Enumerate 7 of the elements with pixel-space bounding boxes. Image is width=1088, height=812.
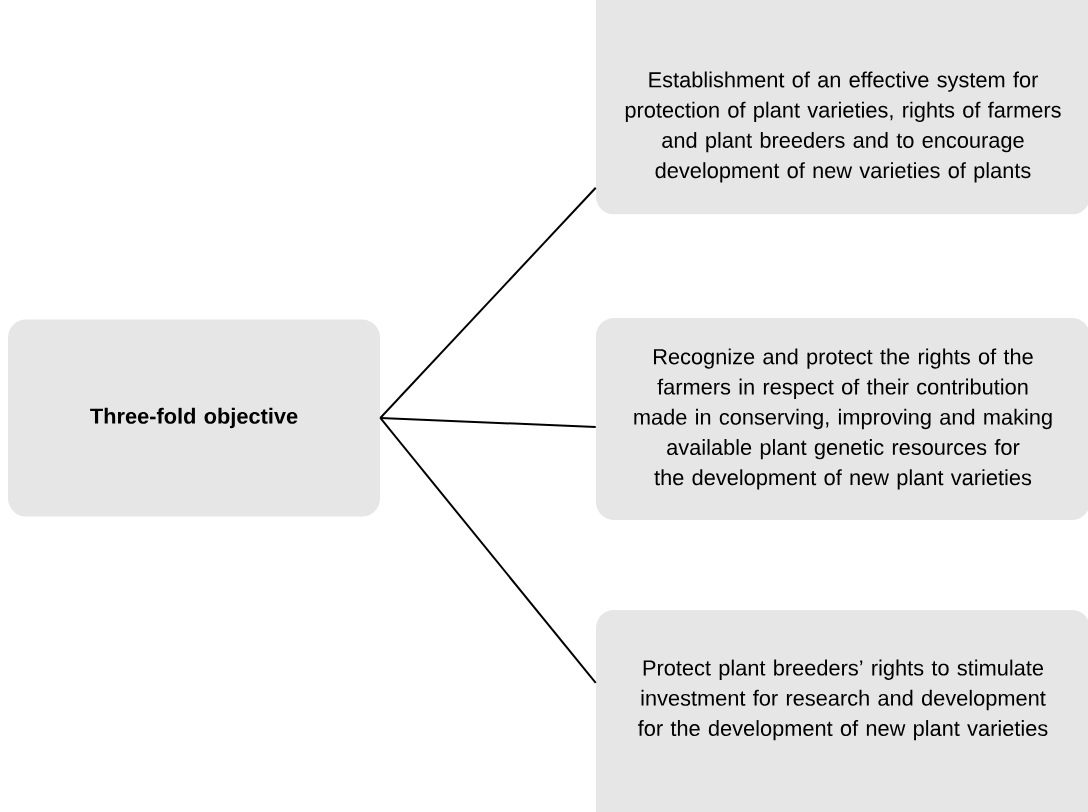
- text-box: Establishment of an effective system for protection of plant varieties, rights of farmers and plant breeders and to encourage development of new varieties of plants: [596, 0, 1088, 215]
- text-box: Protect plant breeders’ rights to stimulate investment for research and development for the development of new plant varieties: [596, 610, 1088, 812]
- text-box: Recognize and protect the rights of the farmers in respect of their contribution made in conserving, improving and making available plant genetic resources for the development of new plant varieties: [596, 318, 1088, 520]
- connector-line: [379, 417, 597, 684]
- connector-line: [379, 186, 597, 419]
- connector-line: [379, 417, 597, 428]
- text-box: Three-fold objective: [8, 319, 380, 517]
